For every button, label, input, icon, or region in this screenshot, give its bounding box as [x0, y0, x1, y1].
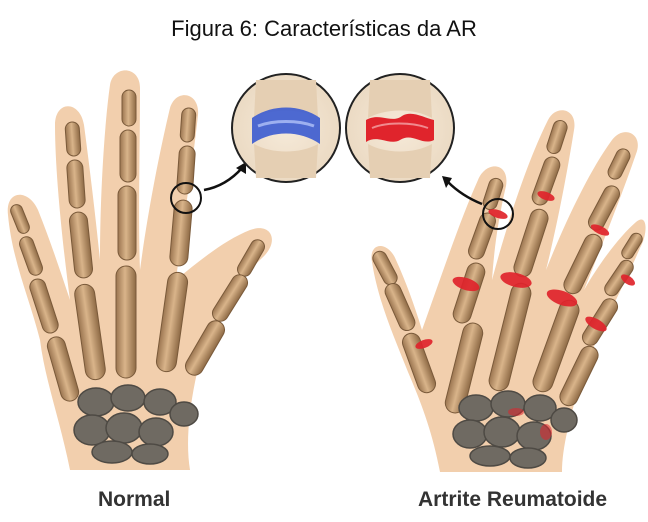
normal-ring-distal — [65, 122, 81, 157]
ra-arrowhead — [442, 176, 452, 188]
ra-joint-inset — [346, 74, 454, 182]
normal-index-distal — [180, 108, 196, 143]
normal-joint-inset — [232, 74, 340, 182]
normal-middle-proximal — [118, 186, 136, 260]
normal-hand-label: Normal — [98, 488, 170, 512]
normal-ring-middle — [66, 160, 85, 209]
normal-middle-middle — [120, 130, 136, 182]
normal-pointer-arrow — [204, 168, 242, 190]
ra-inflamed-joint — [366, 114, 434, 142]
normal-middle-distal — [122, 90, 136, 126]
ra-hand-label: Artrite Reumatoide — [418, 488, 607, 512]
normal-middle-metacarpal — [116, 266, 136, 378]
normal-index-middle — [176, 146, 195, 195]
